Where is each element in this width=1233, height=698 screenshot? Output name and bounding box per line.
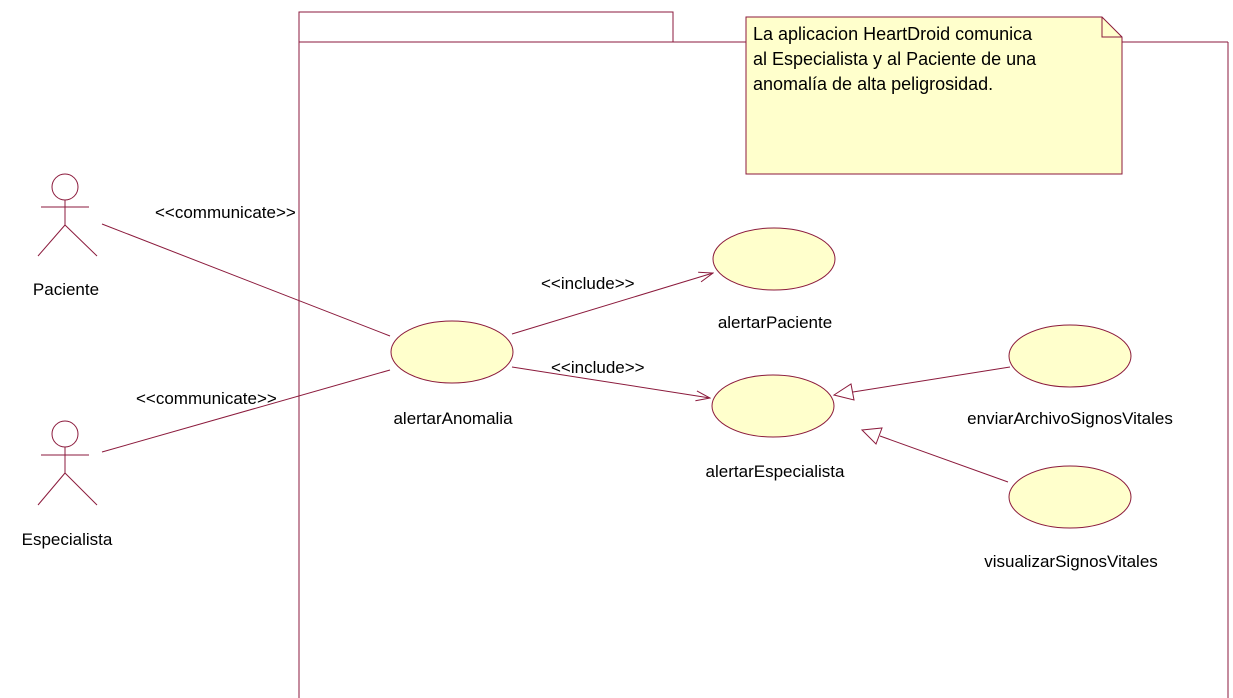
include-line-alertar-paciente [511, 273, 713, 335]
note: La aplicacion HeartDroid comunica al Esp… [745, 16, 1123, 175]
use-case-alertar-anomalia: alertarAnomalia [390, 320, 514, 428]
use-case-ellipse [1008, 465, 1132, 529]
use-case-enviar-archivo-signos-vitales: enviarArchivoSignosVitales [967, 324, 1173, 428]
note-line-1: La aplicacion HeartDroid comunica [753, 24, 1033, 44]
actor-especialista: Especialista [22, 420, 113, 549]
note-fold [1101, 17, 1122, 38]
communicate-line-especialista [101, 369, 391, 453]
use-case-label: alertarAnomalia [393, 409, 513, 428]
package-tab [298, 11, 674, 43]
actor-label: Especialista [22, 530, 113, 549]
actor-head [51, 173, 79, 201]
generalization-line-visualizar [879, 435, 1009, 483]
include-label-alertar-especialista: <<include>> [551, 358, 645, 377]
actor-right-leg [64, 472, 98, 506]
use-case-visualizar-signos-vitales: visualizarSignosVitales [984, 465, 1158, 571]
actor-label: Paciente [33, 280, 99, 299]
relationships [101, 223, 1011, 483]
generalization-arrowhead-visualizar [860, 427, 883, 445]
use-case-alertar-paciente: alertarPaciente [712, 227, 836, 332]
actor-paciente: Paciente [33, 173, 99, 299]
actor-left-leg [37, 224, 66, 257]
actor-left-leg [37, 472, 66, 506]
communicate-label-paciente: <<communicate>> [155, 203, 296, 222]
actor-right-leg [64, 224, 98, 257]
use-case-ellipse [1008, 324, 1132, 388]
note-shape [745, 16, 1123, 175]
use-case-label: alertarPaciente [718, 313, 832, 332]
use-case-ellipse [712, 227, 836, 291]
use-case-ellipse [711, 374, 835, 438]
communicate-line-paciente [101, 223, 391, 337]
use-case-ellipse [390, 320, 514, 384]
use-case-label: alertarEspecialista [706, 462, 845, 481]
generalization-arrowhead-enviar [832, 383, 855, 401]
use-case-alertar-especialista: alertarEspecialista [706, 374, 845, 481]
generalization-line-enviar [852, 366, 1011, 393]
include-line-alertar-especialista [511, 366, 710, 398]
actor-head [51, 420, 79, 448]
note-line-3: anomalía de alta peligrosidad. [753, 74, 993, 94]
use-case-label: enviarArchivoSignosVitales [967, 409, 1173, 428]
include-label-alertar-paciente: <<include>> [541, 274, 635, 293]
use-case-label: visualizarSignosVitales [984, 552, 1158, 571]
communicate-label-especialista: <<communicate>> [136, 389, 277, 408]
note-line-2: al Especialista y al Paciente de una [753, 49, 1037, 69]
